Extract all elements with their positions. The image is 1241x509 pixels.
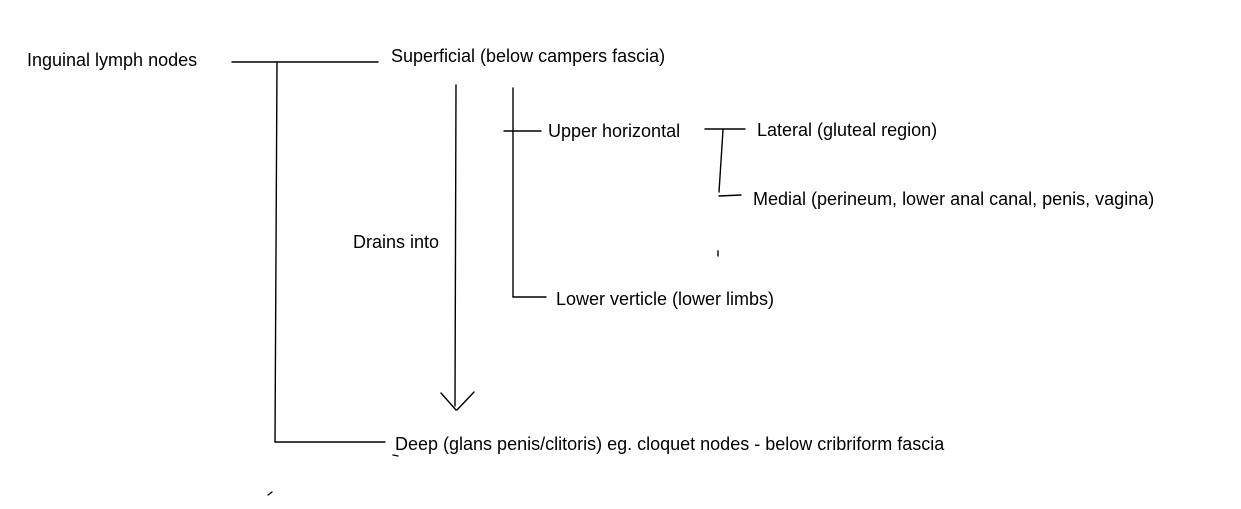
edge-upper-horizontal-medial (718, 194, 742, 197)
arrowhead-right-wing (456, 391, 475, 411)
node-superficial: Superficial (below campers fascia) (391, 46, 666, 66)
node-lower-verticle: Lower verticle (lower limbs) (556, 289, 775, 309)
node-deep: Deep (glans penis/clitoris) eg. cloquet … (395, 434, 945, 454)
edge-root-trunk (274, 61, 278, 443)
node-lateral: Lateral (gluteal region) (757, 120, 938, 140)
node-inguinal-lymph-nodes: Inguinal lymph nodes (27, 50, 198, 70)
arrowhead-left-wing (440, 392, 457, 411)
stray-mark-2 (267, 491, 273, 496)
stray-mark-under-deep (392, 454, 399, 457)
node-medial: Medial (perineum, lower anal canal, peni… (753, 189, 1155, 209)
edge-drains-into-shaft (454, 84, 457, 407)
node-upper-horizontal: Upper horizontal (548, 121, 681, 141)
edge-label-drains-into: Drains into (353, 232, 440, 252)
edge-upper-horizontal-trunk (718, 129, 724, 193)
